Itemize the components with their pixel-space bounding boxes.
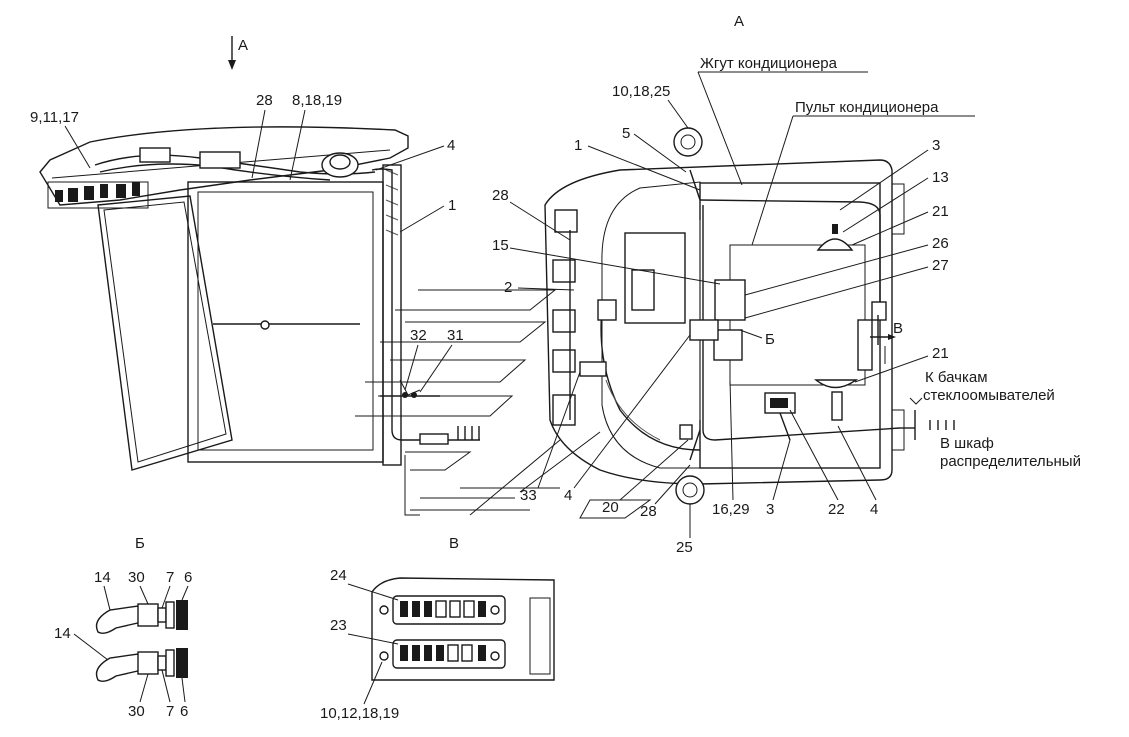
view-a-title: А [734, 13, 744, 30]
note-washer-line2: стеклоомывателей [923, 387, 1055, 404]
washer-connectors [909, 397, 955, 430]
cabin-door [97, 195, 233, 471]
switch-upper [95, 600, 188, 635]
view-v-callouts: 24 23 10,12,18,19 [320, 567, 399, 722]
arrow-b-label: Б [765, 331, 775, 348]
callout-7-bottom: 7 [166, 703, 174, 720]
fuse-block-upper [379, 595, 506, 625]
left-callouts: 9,11,17 28 8,18,19 4 1 32 31 [30, 92, 464, 393]
callout-2: 2 [504, 279, 512, 296]
note-ac-panel: Пульт кондиционера [795, 99, 939, 116]
floor-panels [355, 289, 652, 519]
callout-4-a-bottom: 4 [564, 487, 572, 504]
callout-30-top: 30 [128, 569, 145, 586]
callout-8-18-19: 8,18,19 [292, 92, 342, 109]
callout-28-a-top: 28 [492, 187, 509, 204]
callout-14-top: 14 [94, 569, 111, 586]
ac-fan-bottom [813, 379, 859, 389]
arrow-v-label: В [893, 320, 903, 337]
side-window-frame [187, 181, 384, 463]
callout-9-11-17: 9,11,17 [30, 109, 79, 126]
ac-fan-top [816, 238, 854, 251]
callout-7-top: 7 [166, 569, 174, 586]
callout-4-left: 4 [447, 137, 455, 154]
note-ac-harness: Жгут кондиционера [700, 55, 838, 72]
callout-10-12-18-19: 10,12,18,19 [320, 705, 399, 722]
callout-5: 5 [622, 125, 630, 142]
callout-1-right: 1 [574, 137, 582, 154]
note-washer-line1: К бачкам [925, 369, 988, 386]
left-side-view: А [30, 36, 480, 471]
note-cabinet-line1: В шкаф [940, 435, 994, 452]
callout-20: 20 [602, 499, 619, 516]
view-a-callouts: 10,18,25 5 1 28 15 2 3 13 21 26 27 21 [492, 83, 949, 556]
note-cabinet-line2: распределительный [940, 453, 1081, 470]
callout-15: 15 [492, 237, 509, 254]
callout-28-left: 28 [256, 92, 273, 109]
floor-connectors [457, 426, 480, 440]
callout-26: 26 [932, 235, 949, 252]
callout-6-bottom: 6 [180, 703, 188, 720]
view-b-callouts: 14 30 7 6 14 30 7 6 [54, 569, 192, 720]
callout-30-bottom: 30 [128, 703, 145, 720]
view-a-notes: Жгут кондиционера Пульт кондиционера К б… [697, 55, 1081, 470]
callout-23: 23 [330, 617, 347, 634]
callout-27: 27 [932, 257, 949, 274]
grommet-bottom [675, 475, 705, 505]
callout-21-mid: 21 [932, 345, 949, 362]
callout-16-29: 16,29 [712, 501, 750, 518]
view-b: Б 14 30 7 6 14 30 [54, 535, 192, 720]
callout-14-bottom: 14 [54, 625, 71, 642]
roof-connectors [55, 182, 140, 202]
view-b-title: Б [135, 535, 145, 552]
callout-3-bottom: 3 [766, 501, 774, 518]
callout-24: 24 [330, 567, 347, 584]
callout-3-top: 3 [932, 137, 940, 154]
callout-1-left: 1 [448, 197, 456, 214]
callout-21-top: 21 [932, 203, 949, 220]
view-a: А [492, 13, 1081, 556]
grommet-top [673, 127, 703, 157]
callout-25: 25 [676, 539, 693, 556]
callout-33: 33 [520, 487, 537, 504]
view-v-title: В [449, 535, 459, 552]
view-arrow-a-label: А [238, 37, 248, 54]
callout-10-18-25: 10,18,25 [612, 83, 670, 100]
callout-13: 13 [932, 169, 949, 186]
view-v: В 24 [320, 535, 555, 722]
callout-32: 32 [410, 327, 427, 344]
callout-31: 31 [447, 327, 464, 344]
callout-4-a-right: 4 [870, 501, 878, 518]
fuse-block-lower [379, 639, 506, 669]
callout-22: 22 [828, 501, 845, 518]
switch-lower [95, 648, 188, 683]
callout-6-top: 6 [184, 569, 192, 586]
callout-28-a-bottom: 28 [640, 503, 657, 520]
view-arrow-a: А [228, 36, 248, 70]
fuse-panel-outline [371, 577, 555, 681]
